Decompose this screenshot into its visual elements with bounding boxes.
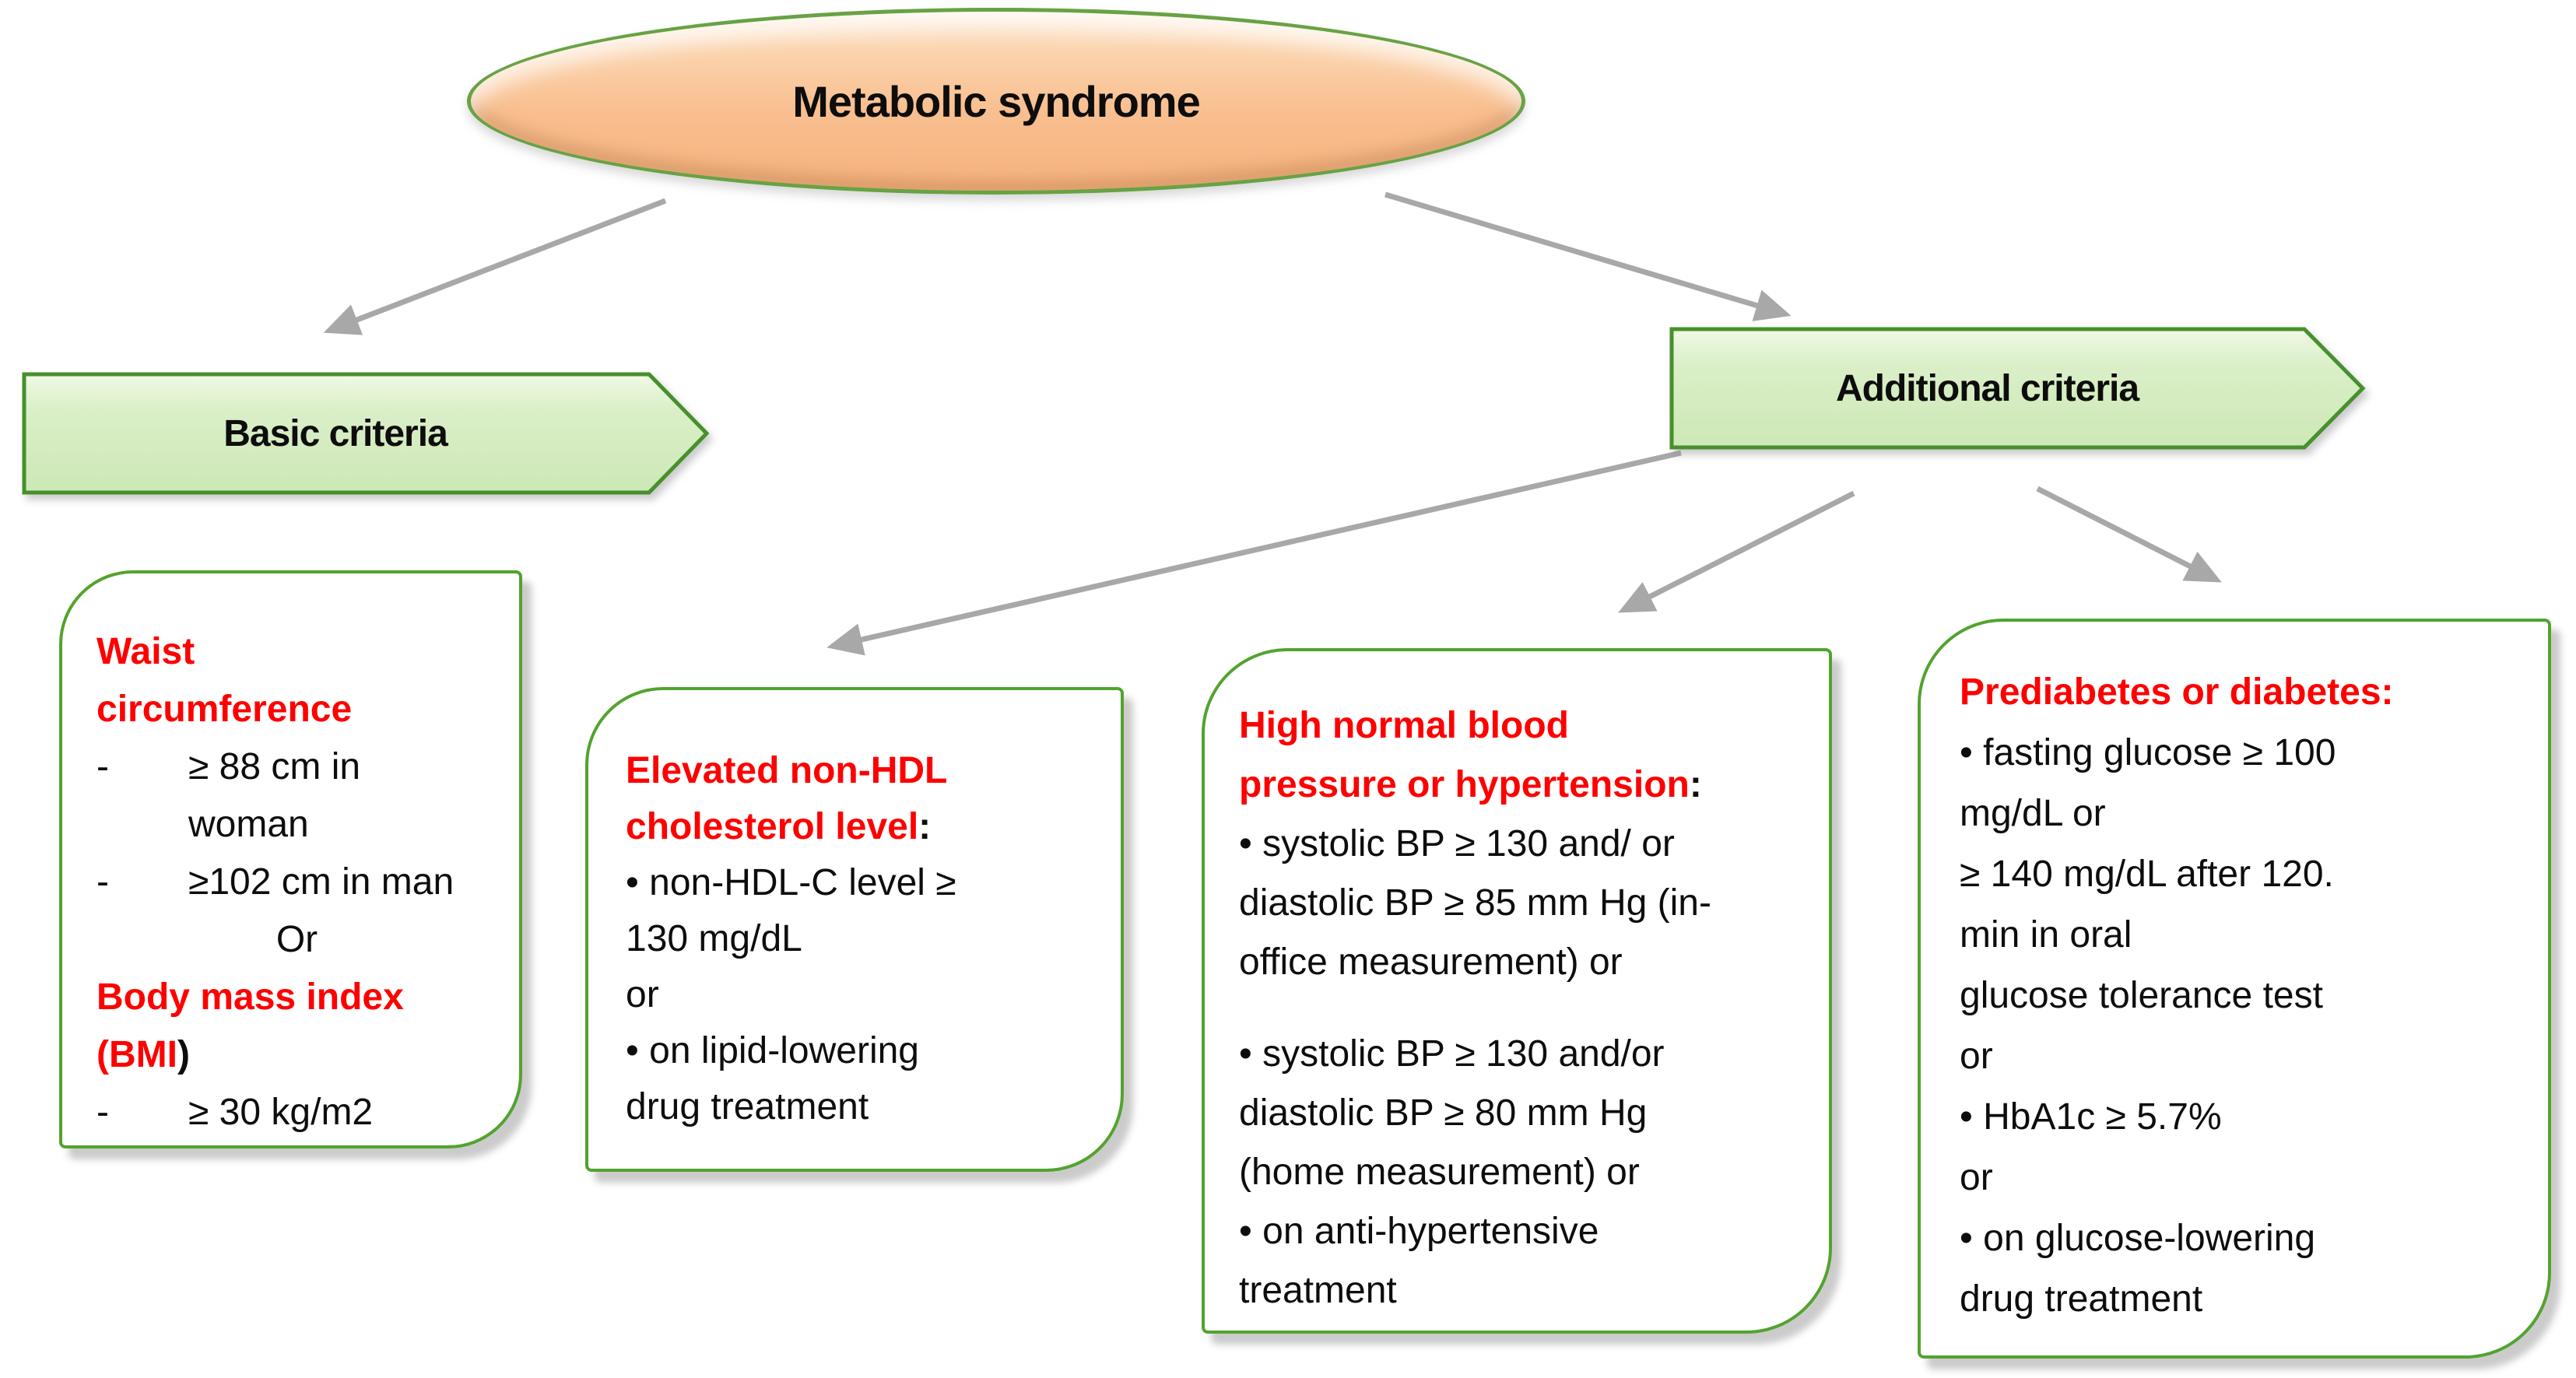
criteria-line-text: High normal blood: [1239, 705, 1569, 746]
criteria-line: High normal blood: [1239, 696, 1810, 756]
criteria-card-waist-bmi: Waist circumference ≥ 88 cm in woman ≥102 cm…: [59, 570, 522, 1148]
criteria-line: treatment: [1239, 1261, 1810, 1320]
criteria-line: ≥ 88 cm in: [97, 738, 497, 796]
criteria-line-text: office measurement) or: [1239, 941, 1623, 983]
criteria-line-text: • systolic BP ≥ 130 and/ or: [1239, 823, 1675, 864]
root-node-label: Metabolic syndrome: [792, 76, 1200, 126]
branch-basic-criteria: Basic criteria: [22, 372, 710, 495]
criteria-line-text: • fasting glucose ≥ 100: [1960, 732, 2336, 773]
root-node-metabolic-syndrome: Metabolic syndrome: [467, 8, 1525, 195]
criteria-line: circumference: [97, 681, 497, 738]
branch-additional-label: Additional criteria: [1835, 367, 2139, 409]
criteria-line: diastolic BP ≥ 80 mm Hg: [1239, 1084, 1810, 1143]
criteria-line: Body mass index: [97, 969, 497, 1026]
connector-root-to-additional: [1384, 191, 1792, 321]
criteria-line: Waist: [97, 623, 497, 681]
criteria-line: ≥ 140 mg/dL after 120.: [1960, 844, 2529, 905]
criteria-card-blood-pressure: High normal blood pressure or hypertensio…: [1202, 648, 1832, 1334]
branch-basic-label: Basic criteria: [223, 412, 448, 454]
criteria-line-text: ≥ 88 cm in: [188, 746, 361, 787]
criteria-line-text: pressure or hypertension: [1239, 764, 1690, 805]
criteria-line-text: Prediabetes or diabetes:: [1960, 671, 2394, 713]
criteria-line: ≥ 30 kg/m2: [97, 1084, 497, 1141]
criteria-line-text: circumference: [97, 689, 353, 730]
criteria-line-text: diastolic BP ≥ 80 mm Hg: [1239, 1092, 1648, 1134]
criteria-line: or: [626, 967, 1100, 1023]
criteria-line: 130 mg/dL: [626, 911, 1100, 967]
pentagon-arrow-shape: [22, 372, 710, 495]
criteria-line-tail: :: [1689, 764, 1702, 805]
criteria-line-text: (BMI: [97, 1034, 177, 1075]
criteria-line: [1239, 992, 1810, 1025]
criteria-line-text: treatment: [1239, 1270, 1397, 1311]
criteria-line-text: ≥ 30 kg/m2: [188, 1092, 374, 1133]
criteria-line: • systolic BP ≥ 130 and/or: [1239, 1025, 1810, 1084]
criteria-line-text: drug treatment: [1960, 1278, 2203, 1320]
criteria-line: ≥102 cm in man: [97, 854, 497, 911]
criteria-line-text: 130 mg/dL: [626, 918, 802, 959]
criteria-line: pressure or hypertension:: [1239, 756, 1810, 815]
criteria-line-text: mg/dL or: [1960, 793, 2106, 834]
criteria-line: woman: [97, 796, 497, 854]
criteria-line-text: Waist: [97, 631, 195, 672]
criteria-line-text: woman: [188, 804, 309, 845]
criteria-card-prediabetes-diabetes: Prediabetes or diabetes: • fasting glucos…: [1918, 619, 2551, 1359]
criteria-line: or: [1960, 1026, 2529, 1087]
criteria-line-text: • on anti-hypertensive: [1239, 1211, 1599, 1252]
criteria-line-text: ≥ 140 mg/dL after 120.: [1960, 854, 2334, 895]
criteria-card-non-hdl-cholesterol: Elevated non-HDL cholesterol level: • non-…: [585, 687, 1124, 1172]
criteria-line-text: • on lipid-lowering: [626, 1030, 919, 1071]
criteria-line-tail: ): [177, 1034, 190, 1075]
pentagon-arrow-shape: [1669, 327, 2366, 450]
criteria-line: • on glucose-lowering: [1960, 1208, 2529, 1269]
criteria-line-text: Body mass index: [97, 977, 404, 1018]
criteria-line-text: or: [1960, 1157, 1993, 1198]
criteria-line: Or: [97, 911, 497, 969]
criteria-line-text: Elevated non-HDL: [626, 750, 948, 791]
criteria-line: • systolic BP ≥ 130 and/ or: [1239, 815, 1810, 874]
criteria-line-text: or: [626, 974, 659, 1015]
criteria-line-text: • systolic BP ≥ 130 and/or: [1239, 1033, 1665, 1075]
criteria-line: Prediabetes or diabetes:: [1960, 662, 2529, 723]
criteria-line-text: Or: [275, 919, 318, 960]
criteria-line-text: (home measurement) or: [1239, 1152, 1640, 1193]
criteria-line-text: • HbA1c ≥ 5.7%: [1960, 1096, 2222, 1138]
criteria-line-text: • on glucose-lowering: [1960, 1218, 2316, 1259]
criteria-line: min in oral: [1960, 905, 2529, 966]
criteria-line: • HbA1c ≥ 5.7%: [1960, 1087, 2529, 1148]
connector-additional-to-bp: [1618, 490, 1855, 613]
criteria-line: drug treatment: [1960, 1269, 2529, 1330]
connector-additional-to-nonhdl: [826, 450, 1682, 656]
criteria-line-text: diastolic BP ≥ 85 mm Hg (in-: [1239, 882, 1711, 924]
criteria-line-tail: :: [918, 806, 932, 847]
connector-additional-to-diabetes: [2036, 486, 2222, 583]
criteria-line-text: or: [1960, 1036, 1993, 1077]
criteria-line-text: • non-HDL-C level ≥: [626, 862, 956, 903]
criteria-line: cholesterol level:: [626, 799, 1100, 855]
branch-additional-criteria: Additional criteria: [1669, 327, 2366, 450]
criteria-line: • on anti-hypertensive: [1239, 1202, 1810, 1261]
connector-root-to-basic: [323, 198, 667, 335]
criteria-line: drug treatment: [626, 1079, 1100, 1135]
criteria-line: mg/dL or: [1960, 784, 2529, 844]
criteria-line: diastolic BP ≥ 85 mm Hg (in-: [1239, 874, 1810, 933]
criteria-line-text: ≥102 cm in man: [188, 861, 454, 903]
criteria-line: (BMI): [97, 1026, 497, 1084]
criteria-line-text: drug treatment: [626, 1086, 869, 1127]
criteria-line: office measurement) or: [1239, 933, 1810, 992]
criteria-line: • non-HDL-C level ≥: [626, 855, 1100, 911]
criteria-line-text: cholesterol level: [626, 806, 919, 847]
criteria-line: Elevated non-HDL: [626, 743, 1100, 799]
criteria-line: (home measurement) or: [1239, 1143, 1810, 1202]
criteria-line: or: [1960, 1148, 2529, 1208]
criteria-line-text: glucose tolerance test: [1960, 975, 2323, 1016]
criteria-line: glucose tolerance test: [1960, 966, 2529, 1026]
criteria-line: • fasting glucose ≥ 100: [1960, 723, 2529, 784]
criteria-line: • on lipid-lowering: [626, 1023, 1100, 1079]
criteria-line-text: min in oral: [1960, 914, 2132, 955]
